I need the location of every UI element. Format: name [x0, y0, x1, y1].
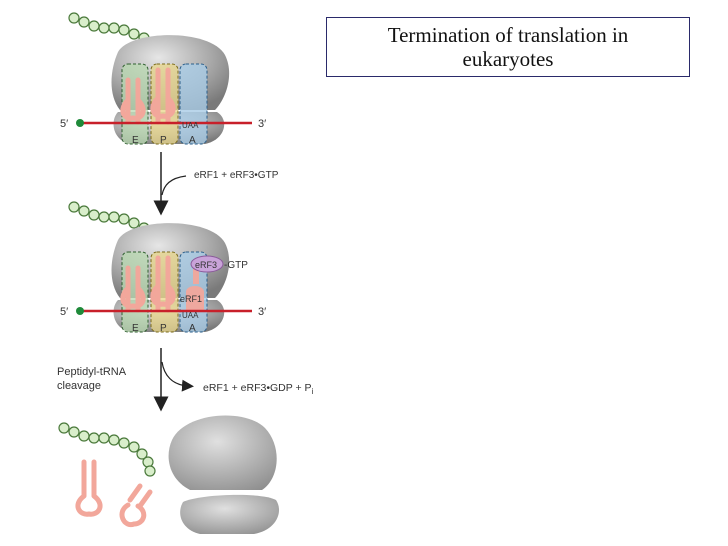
- site-e-label-1: E: [132, 135, 139, 146]
- peptide-bead: [78, 16, 90, 28]
- peptide-bead: [108, 211, 120, 223]
- erf3-label: eRF3: [195, 260, 217, 270]
- peptide-bead: [118, 24, 130, 36]
- trna-p-2: [150, 255, 176, 313]
- erf3-factor: [190, 255, 224, 273]
- peptide-bead: [108, 22, 120, 34]
- released-trna-1: [75, 459, 103, 517]
- site-e-label-2: E: [132, 323, 139, 334]
- cleavage-label-line2: cleavage: [57, 380, 101, 392]
- peptide-bead: [142, 456, 154, 468]
- site-a-1: [179, 63, 208, 145]
- peptide-bead: [128, 217, 140, 229]
- five-prime-label-2: 5′: [60, 306, 68, 318]
- peptide-bead: [88, 432, 100, 444]
- cleavage-label-line1: Peptidyl-tRNA: [57, 366, 127, 378]
- step1-reagents: eRF1 + eRF3•GTP: [194, 170, 279, 181]
- peptide-bead: [128, 28, 140, 40]
- peptide-bead: [108, 434, 120, 446]
- peptide-bead: [78, 205, 90, 217]
- three-prime-label-1: 3′: [258, 118, 266, 130]
- peptide-bead: [128, 441, 140, 453]
- trna-e-1: [120, 77, 146, 125]
- gtp-label: -GTP: [224, 260, 248, 271]
- title-line-2: eukaryotes: [462, 47, 554, 71]
- reagent-curve-1: [161, 175, 187, 196]
- stop-codon-label-2: UAA: [182, 311, 199, 320]
- peptide-bead: [78, 430, 90, 442]
- peptide-bead: [88, 209, 100, 221]
- released-peptide-chain: [58, 422, 156, 477]
- title-line-1: Termination of translation in: [387, 23, 629, 47]
- peptide-bead: [68, 12, 80, 24]
- peptide-bead: [118, 213, 130, 225]
- erf1-factor: [186, 262, 204, 310]
- released-small-subunit: [180, 494, 280, 534]
- peptide-bead: [98, 22, 110, 34]
- peptide-bead: [98, 432, 110, 444]
- mrna-5prime-cap-2: [76, 307, 84, 315]
- panel-3-dissociated: [58, 415, 280, 534]
- pi-subscript: i: [312, 387, 314, 396]
- stop-codon-label-1: UAA: [182, 121, 199, 130]
- erf1-label: eRF1: [180, 294, 202, 304]
- site-a-label-2: A: [189, 323, 196, 334]
- five-prime-label-1: 5′: [60, 118, 68, 130]
- peptide-bead: [118, 437, 130, 449]
- product-curve-2: [161, 361, 194, 392]
- panel-1-ribosome-complex: 5′ 3′ UAA E P A: [60, 12, 266, 146]
- panel-2-ribosome-complex: eRF3 -GTP eRF1 5′ 3′ UAA E P A: [60, 201, 266, 334]
- peptide-bead: [136, 448, 148, 460]
- peptide-bead: [58, 422, 70, 434]
- mrna-5prime-cap-1: [76, 119, 84, 127]
- trna-p-1: [150, 67, 176, 125]
- trna-e-2: [120, 265, 146, 313]
- peptide-bead: [88, 20, 100, 32]
- peptide-bead: [98, 211, 110, 223]
- peptide-bead: [144, 465, 156, 477]
- three-prime-label-2: 3′: [258, 306, 266, 318]
- site-p-label-2: P: [160, 323, 167, 334]
- released-trna-2: [119, 483, 153, 528]
- peptide-bead: [68, 426, 80, 438]
- step2-products: eRF1 + eRF3•GDP + Pi: [203, 382, 314, 396]
- site-p-label-1: P: [160, 135, 167, 146]
- title-box: Termination of translation in eukaryotes: [326, 17, 690, 77]
- site-a-label-1: A: [189, 135, 196, 146]
- released-large-subunit: [168, 415, 277, 490]
- peptide-bead: [68, 201, 80, 213]
